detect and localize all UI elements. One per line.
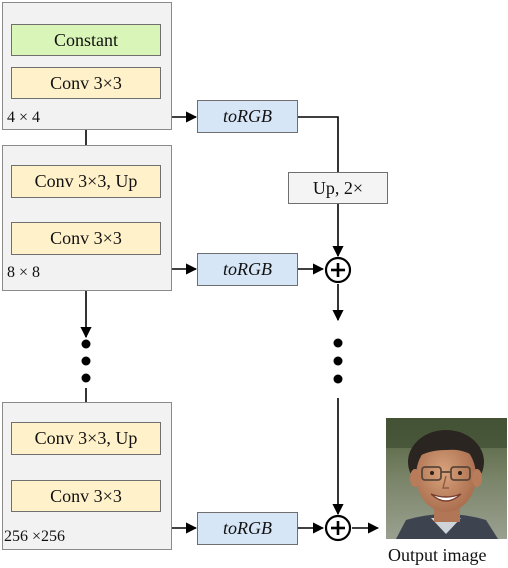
stage-4x4 <box>2 2 172 130</box>
resolution-label: 8 × 8 <box>7 264 41 281</box>
arrow-torgb1-to-upsample <box>298 116 339 172</box>
plus-circle-icon-2 <box>324 514 352 542</box>
torgb-block: toRGB <box>197 512 298 545</box>
conv-up-block: Conv 3×3, Up <box>11 422 161 455</box>
conv-block: Conv 3×3 <box>11 67 161 99</box>
vertical-ellipsis-right <box>333 338 343 384</box>
plus-circle-icon-1 <box>324 256 352 284</box>
output-caption: Output image <box>388 545 487 565</box>
resolution-label: 4 × 4 <box>7 109 41 126</box>
upsample-block: Up, 2× <box>288 172 388 204</box>
output-face-photo <box>386 418 507 539</box>
resolution-label: 256 ×256 <box>4 528 66 545</box>
conv-block: Conv 3×3 <box>11 222 161 255</box>
torgb-block: toRGB <box>197 253 298 286</box>
vertical-ellipsis-left <box>81 339 91 383</box>
conv-block: Conv 3×3 <box>11 480 161 512</box>
conv-up-block: Conv 3×3, Up <box>11 165 161 198</box>
torgb-block: toRGB <box>197 100 298 133</box>
constant-block: Constant <box>11 24 161 56</box>
